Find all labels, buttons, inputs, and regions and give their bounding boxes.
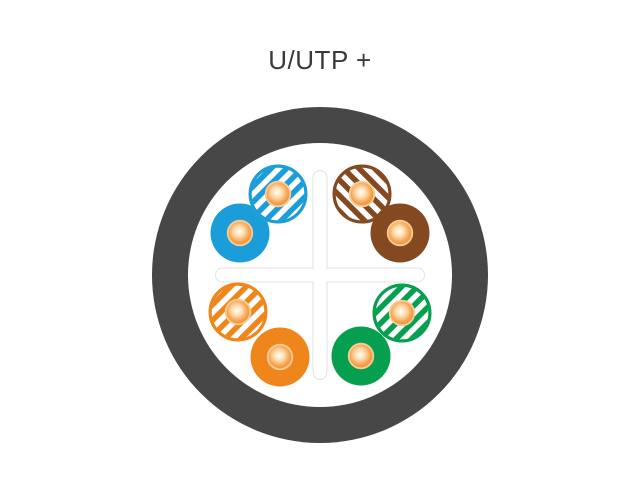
wire-orange-solid (250, 327, 310, 387)
copper-conductor (266, 343, 294, 371)
wire-green-solid (331, 326, 391, 386)
copper-conductor (224, 298, 252, 326)
wire-outline (208, 282, 268, 342)
copper-conductor (388, 299, 416, 327)
wire-outline (332, 164, 392, 224)
wire-outline (248, 164, 308, 224)
copper-conductor (348, 180, 376, 208)
wire-brown-striped (332, 164, 392, 224)
wire-green-striped (372, 283, 432, 343)
cross-separator (215, 170, 425, 380)
copper-conductor (386, 219, 414, 247)
wire-blue-solid (210, 203, 270, 263)
wire-brown-solid (370, 203, 430, 263)
wire-outline (372, 283, 432, 343)
page-title: U/UTP + (268, 45, 372, 75)
copper-conductor (347, 342, 375, 370)
copper-conductor (264, 180, 292, 208)
wire-orange-striped (208, 282, 268, 342)
wire-blue-striped (248, 164, 308, 224)
copper-conductor (226, 219, 254, 247)
